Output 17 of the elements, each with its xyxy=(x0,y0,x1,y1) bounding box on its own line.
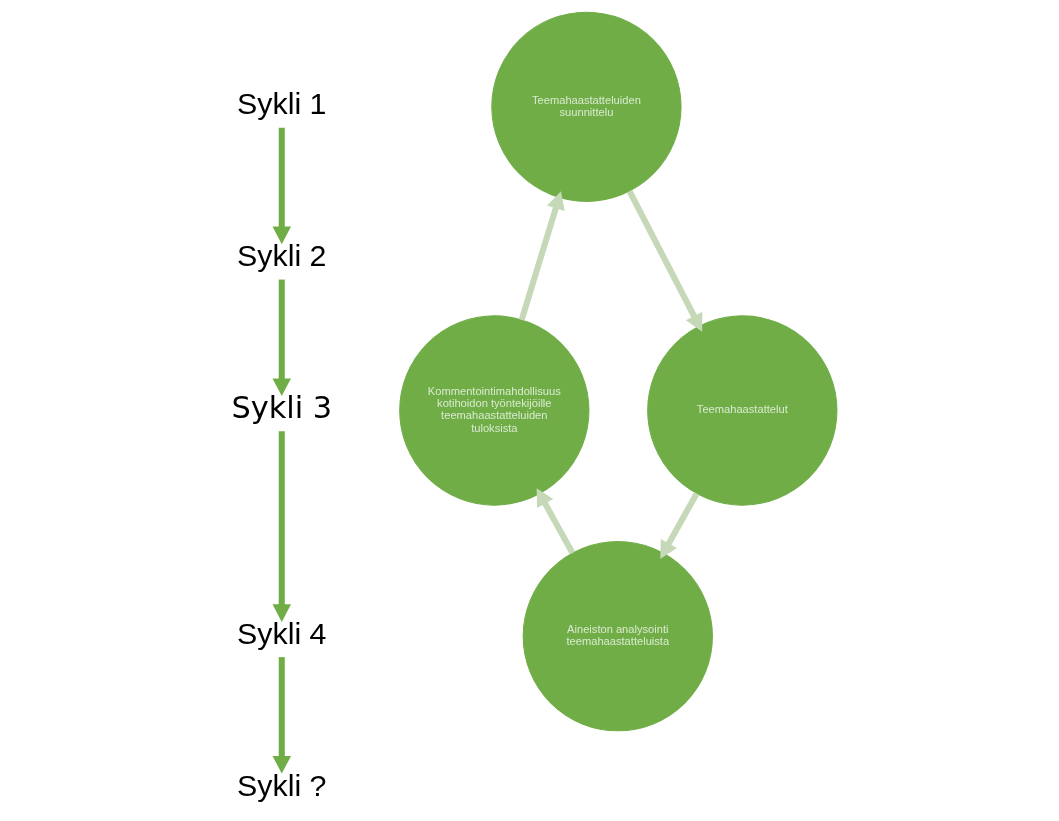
node-text: Sykli ? xyxy=(236,768,326,802)
arrow xyxy=(518,191,565,321)
node-text: Sykli 2 xyxy=(236,239,326,273)
arrow xyxy=(626,190,702,332)
arrow xyxy=(272,127,291,245)
node-circle: Teemahaastatteluiden suunnittelu xyxy=(490,11,682,202)
arrow xyxy=(659,492,699,559)
node-circle: Kommentointimahdollisuus kotihoidon työntekijöille teemahaastatteluiden tuloksista xyxy=(398,315,589,506)
node-circle: Aineiston analysointi teemahaastatteluista xyxy=(522,541,713,732)
arrow xyxy=(272,657,291,774)
node-text: Sykli 1 xyxy=(236,87,326,121)
node-circle: Teemahaastattelut xyxy=(646,315,837,506)
arrow xyxy=(272,431,291,622)
node-text: Sykli 3 xyxy=(230,390,332,426)
arrow xyxy=(272,279,291,397)
arrow xyxy=(536,488,575,555)
node-text: Sykli 4 xyxy=(236,616,326,650)
